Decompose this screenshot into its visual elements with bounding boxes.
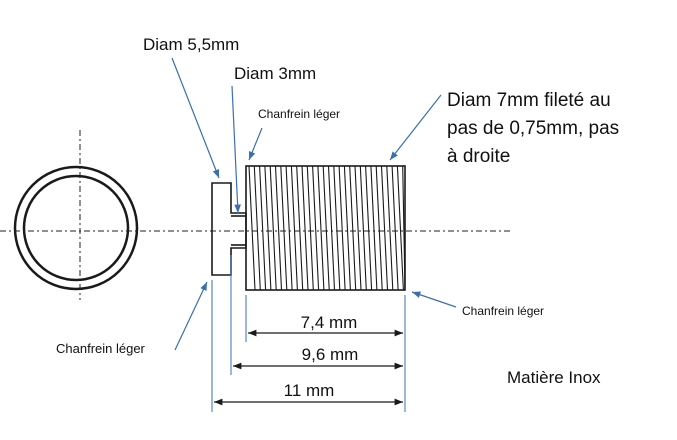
extension-lines [211,255,406,412]
thread-line [365,165,373,291]
thread-line [391,165,399,291]
thread-line [296,165,304,291]
leader-thread [389,94,442,161]
thread-line [333,165,341,291]
thread-line [306,165,314,291]
thread-line [354,165,362,291]
thread-line [290,165,298,291]
thread-line [343,165,351,291]
thread-line [322,165,330,291]
thread-line [259,165,267,291]
thread-line [285,165,293,291]
thread-line [264,165,272,291]
thread-line [375,165,383,291]
label-thread-line1: Diam 7mm fileté au [447,90,611,111]
label-chanfrein-right: Chanfrein léger [462,304,544,318]
leader-chanfrein-right [411,291,457,308]
head-diam-5-5 [211,182,247,276]
thread-line [317,165,325,291]
thread-line [301,165,309,291]
label-diam-3: Diam 3mm [234,64,316,83]
threaded-body [245,165,406,291]
thread-line [280,165,288,291]
label-diam-5-5: Diam 5,5mm [143,35,239,54]
leader-chanfrein-top [248,127,263,161]
leader-chanfrein-left [174,281,208,351]
thread-line [253,165,261,291]
label-thread-line3: à droite [447,146,510,167]
thread-line [327,165,336,291]
label-chanfrein-left: Chanfrein léger [56,341,146,356]
dimension-text-9-6: 9,6 mm [302,345,359,364]
dimension-lines [214,329,403,406]
thread-line [359,165,367,291]
thread-lines [248,165,406,291]
thread-line [338,165,346,291]
side-view [211,165,406,291]
thread-line [370,165,378,291]
thread-line [380,165,389,291]
label-chanfrein-top: Chanfrein léger [258,107,340,121]
end-view [13,130,139,300]
thread-line [312,165,320,291]
thread-line [386,165,394,291]
thread-line [248,165,256,291]
thread-line [349,165,357,291]
thread-line [269,165,277,291]
thread-line [402,165,406,291]
dimension-text-11: 11 mm [284,381,335,400]
dimension-text-7-4: 7,4 mm [301,313,358,332]
leader-diam-3 [231,85,241,214]
thread-line [396,165,404,291]
thread-line [274,165,283,291]
leader-lines [171,57,457,351]
end-view-inner-circle [22,174,130,282]
leader-diam-5-5 [171,57,220,179]
end-view-outer-circle [13,165,139,291]
label-thread-line2: pas de 0,75mm, pas [447,118,619,139]
label-matiere: Matière Inox [507,368,601,387]
